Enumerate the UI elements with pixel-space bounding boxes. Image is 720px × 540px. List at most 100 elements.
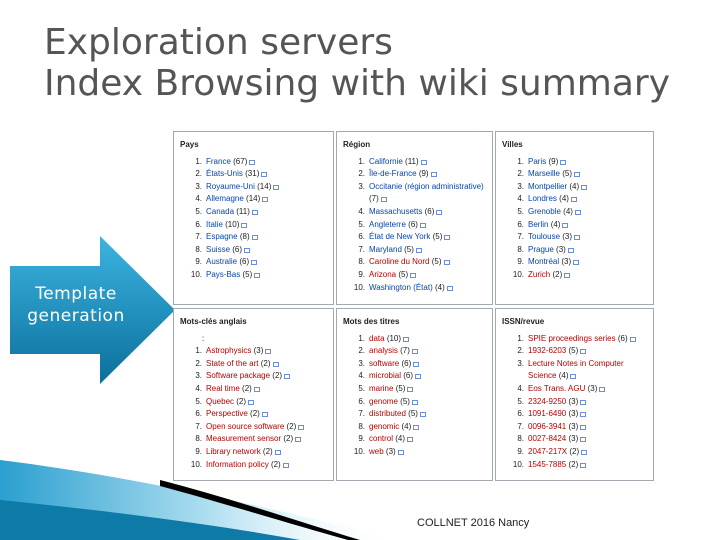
external-link-icon[interactable] <box>251 209 258 215</box>
item-link[interactable]: control <box>369 434 394 444</box>
external-link-icon[interactable] <box>599 386 606 392</box>
item-link[interactable]: microbial <box>369 371 402 381</box>
item-link[interactable]: Marseille <box>528 169 561 179</box>
external-link-icon[interactable] <box>254 272 261 278</box>
item-link[interactable]: distributed <box>369 409 406 419</box>
external-link-icon[interactable] <box>244 247 251 253</box>
item-link[interactable]: Zurich <box>528 269 551 279</box>
item-link[interactable]: Maryland <box>369 244 402 254</box>
external-link-icon[interactable] <box>419 412 426 418</box>
external-link-icon[interactable] <box>573 260 580 266</box>
external-link-icon[interactable] <box>580 462 587 468</box>
external-link-icon[interactable] <box>443 260 450 266</box>
item-link[interactable]: État de New York <box>369 232 431 242</box>
external-link-icon[interactable] <box>413 361 420 367</box>
item-link[interactable]: Massachusetts <box>369 206 423 216</box>
external-link-icon[interactable] <box>570 374 577 380</box>
external-link-icon[interactable] <box>284 374 291 380</box>
external-link-icon[interactable] <box>253 386 260 392</box>
external-link-icon[interactable] <box>580 437 587 443</box>
external-link-icon[interactable] <box>249 159 256 165</box>
item-link[interactable]: Allemagne <box>206 194 244 204</box>
external-link-icon[interactable] <box>419 222 426 228</box>
item-link[interactable]: Open source software <box>206 421 285 431</box>
item-link[interactable]: SPIE proceedings series <box>528 333 616 343</box>
external-link-icon[interactable] <box>420 159 427 165</box>
item-link[interactable]: Software package <box>206 371 271 381</box>
item-link[interactable]: 1091-6490 <box>528 409 567 419</box>
external-link-icon[interactable] <box>380 197 387 203</box>
external-link-icon[interactable] <box>397 449 404 455</box>
item-link[interactable]: Grenoble <box>528 206 561 216</box>
item-link[interactable]: analysis <box>369 346 398 356</box>
external-link-icon[interactable] <box>265 349 272 355</box>
external-link-icon[interactable] <box>564 272 571 278</box>
external-link-icon[interactable] <box>248 399 255 405</box>
external-link-icon[interactable] <box>560 159 567 165</box>
external-link-icon[interactable] <box>581 184 588 190</box>
item-link[interactable]: Île-de-France <box>369 169 417 179</box>
item-link[interactable]: Angleterre <box>369 219 406 229</box>
item-link[interactable]: Montréal <box>528 257 560 267</box>
external-link-icon[interactable] <box>251 235 258 241</box>
external-link-icon[interactable] <box>410 272 417 278</box>
item-link[interactable]: France <box>206 156 231 166</box>
external-link-icon[interactable] <box>261 172 268 178</box>
external-link-icon[interactable] <box>273 184 280 190</box>
external-link-icon[interactable] <box>298 424 305 430</box>
item-link[interactable]: Lecture Notes in Computer Science <box>528 358 624 381</box>
item-link[interactable]: Quebec <box>206 396 235 406</box>
external-link-icon[interactable] <box>272 361 279 367</box>
external-link-icon[interactable] <box>403 336 410 342</box>
item-link[interactable]: Astrophysics <box>206 346 252 356</box>
external-link-icon[interactable] <box>580 349 587 355</box>
item-link[interactable]: genomic <box>369 421 400 431</box>
external-link-icon[interactable] <box>261 412 268 418</box>
external-link-icon[interactable] <box>570 197 577 203</box>
item-link[interactable]: data <box>369 333 385 343</box>
item-link[interactable]: Espagne <box>206 232 238 242</box>
item-link[interactable]: 0096-3941 <box>528 421 567 431</box>
item-link[interactable]: Occitanie (région administrative) <box>369 181 484 191</box>
item-link[interactable]: 1545-7885 <box>528 459 567 469</box>
item-link[interactable]: Caroline du Nord <box>369 257 430 267</box>
item-link[interactable]: 2324-9250 <box>528 396 567 406</box>
external-link-icon[interactable] <box>580 399 587 405</box>
external-link-icon[interactable] <box>580 424 587 430</box>
item-link[interactable]: Italie <box>206 219 223 229</box>
external-link-icon[interactable] <box>574 209 581 215</box>
item-link[interactable]: software <box>369 358 400 368</box>
item-link[interactable]: marine <box>369 383 394 393</box>
item-link[interactable]: Library network <box>206 446 261 456</box>
external-link-icon[interactable] <box>415 247 422 253</box>
external-link-icon[interactable] <box>629 336 636 342</box>
external-link-icon[interactable] <box>241 222 248 228</box>
item-link[interactable]: Californie <box>369 156 403 166</box>
item-link[interactable]: Perspective <box>206 409 248 419</box>
external-link-icon[interactable] <box>581 449 588 455</box>
item-link[interactable]: Berlin <box>528 219 549 229</box>
external-link-icon[interactable] <box>446 285 453 291</box>
external-link-icon[interactable] <box>413 424 420 430</box>
external-link-icon[interactable] <box>295 437 302 443</box>
external-link-icon[interactable] <box>282 462 289 468</box>
item-link[interactable]: Measurement sensor <box>206 434 282 444</box>
external-link-icon[interactable] <box>407 437 414 443</box>
item-link[interactable]: web <box>369 446 384 456</box>
item-link[interactable]: États-Unis <box>206 169 243 179</box>
item-link[interactable]: 2047-217X <box>528 446 568 456</box>
external-link-icon[interactable] <box>274 449 281 455</box>
external-link-icon[interactable] <box>251 260 258 266</box>
item-link[interactable]: 0027-8424 <box>528 434 567 444</box>
item-link[interactable]: Toulouse <box>528 232 561 242</box>
external-link-icon[interactable] <box>444 235 451 241</box>
external-link-icon[interactable] <box>562 222 569 228</box>
external-link-icon[interactable] <box>411 399 418 405</box>
item-link[interactable]: Paris <box>528 156 547 166</box>
item-link[interactable]: Prague <box>528 244 554 254</box>
item-link[interactable]: Arizona <box>369 269 397 279</box>
external-link-icon[interactable] <box>411 349 418 355</box>
item-link[interactable]: Information policy <box>206 459 269 469</box>
item-link[interactable]: Pays-Bas <box>206 269 241 279</box>
external-link-icon[interactable] <box>574 172 581 178</box>
